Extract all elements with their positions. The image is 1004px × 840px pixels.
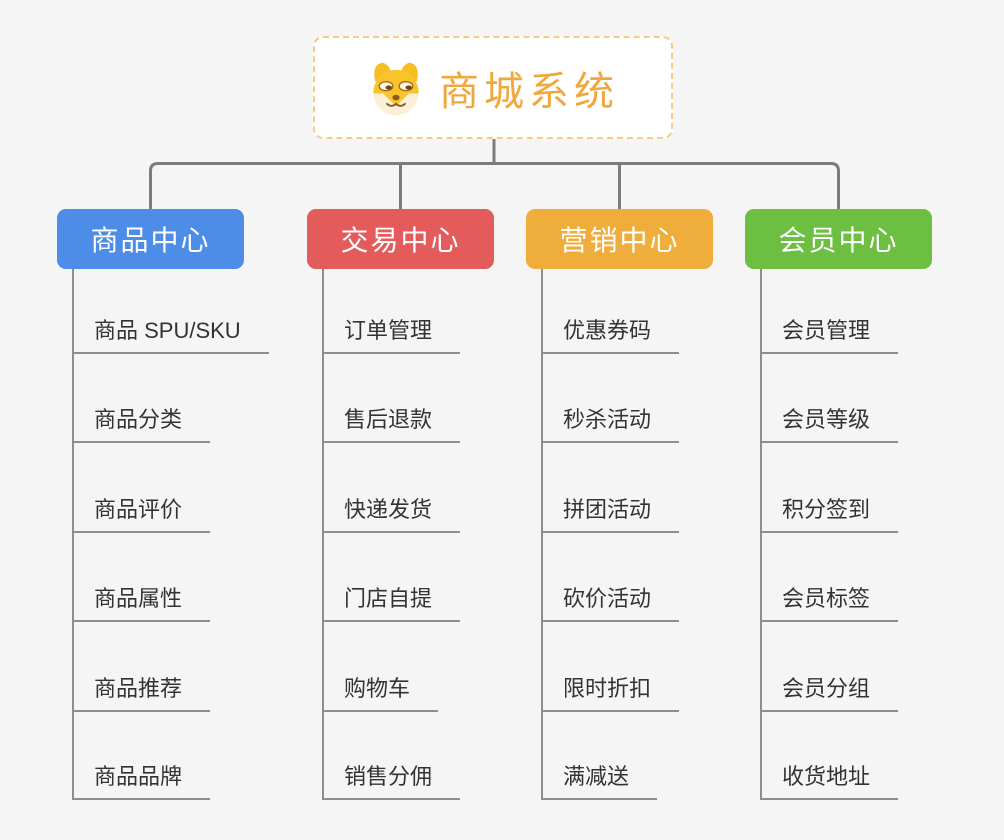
root-node-mall-system[interactable]: 商城系统: [313, 36, 673, 139]
branch-label: 营销中心: [559, 225, 680, 256]
child-node[interactable]: 满减送: [541, 764, 658, 800]
child-node[interactable]: 优惠券码: [541, 318, 680, 354]
branch-spine-line: [322, 269, 324, 800]
child-node[interactable]: 门店自提: [322, 586, 461, 622]
child-node[interactable]: 会员管理: [760, 318, 899, 354]
child-node[interactable]: 商品推荐: [72, 676, 211, 712]
child-node[interactable]: 拼团活动: [541, 497, 680, 533]
branch-label: 商品中心: [90, 225, 211, 256]
branch-node-member-center[interactable]: 会员中心: [745, 209, 932, 269]
branch-spine-line: [541, 269, 543, 800]
child-node[interactable]: 会员分组: [760, 676, 899, 712]
shiba-dog-icon: [373, 62, 419, 115]
branch-node-marketing-center[interactable]: 营销中心: [526, 209, 713, 269]
child-node[interactable]: 积分签到: [760, 497, 899, 533]
branch-label: 交易中心: [340, 225, 461, 256]
child-node[interactable]: 砍价活动: [541, 586, 680, 622]
child-node[interactable]: 会员标签: [760, 586, 899, 622]
branch-spine-line: [760, 269, 762, 800]
child-node[interactable]: 商品品牌: [72, 764, 211, 800]
child-node[interactable]: 快递发货: [322, 497, 461, 533]
child-node[interactable]: 会员等级: [760, 407, 899, 443]
branch-node-trade-center[interactable]: 交易中心: [307, 209, 494, 269]
child-node[interactable]: 收货地址: [760, 764, 899, 800]
child-node[interactable]: 商品属性: [72, 586, 211, 622]
child-node[interactable]: 商品分类: [72, 407, 211, 443]
root-node-title: 商城系统: [439, 69, 619, 114]
child-node[interactable]: 售后退款: [322, 407, 461, 443]
branch-spine-line: [72, 269, 74, 800]
connector-path: [149, 139, 840, 209]
child-node[interactable]: 商品评价: [72, 497, 211, 533]
branch-label: 会员中心: [778, 225, 899, 256]
branch-node-product-center[interactable]: 商品中心: [57, 209, 244, 269]
child-node[interactable]: 商品 SPU/SKU: [72, 318, 269, 354]
child-node[interactable]: 订单管理: [322, 318, 461, 354]
child-node[interactable]: 秒杀活动: [541, 407, 680, 443]
child-node[interactable]: 销售分佣: [322, 764, 461, 800]
child-node[interactable]: 购物车: [322, 676, 439, 712]
child-node[interactable]: 限时折扣: [541, 676, 680, 712]
